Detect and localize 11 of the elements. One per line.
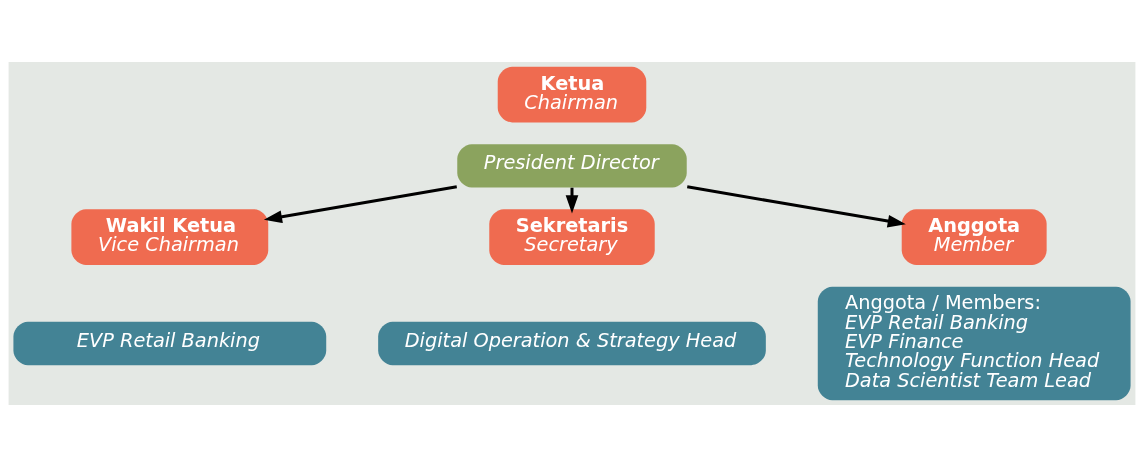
node-box: Wakil Ketua Vice Chairman	[71, 208, 269, 265]
node-box: EVP Retail Banking	[13, 321, 327, 365]
node-box: Digital Operation & Strategy Head	[378, 321, 766, 365]
node-box: Anggota / Members: EVP Retail Banking EVP Finance Technology Function Head Data Scientist Team Lead	[817, 286, 1131, 400]
node-box: President Director	[457, 143, 687, 188]
node-box: Sekretaris Secretary	[489, 208, 655, 265]
arrow	[565, 187, 579, 213]
arrow	[687, 184, 906, 227]
node-box: Ketua Chairman	[497, 66, 647, 122]
node-box: Anggota Member	[901, 208, 1047, 265]
arrow	[263, 184, 457, 223]
